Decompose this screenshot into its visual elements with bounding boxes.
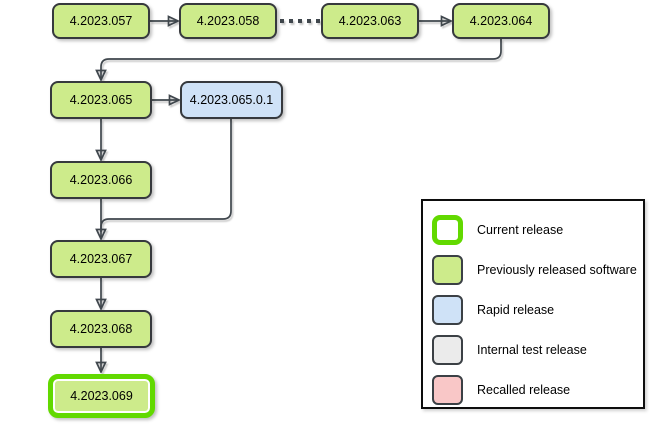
legend-item-internal-test-release: Internal test release [423, 330, 643, 370]
node-4-2023-057: 4.2023.057 [52, 3, 150, 39]
node-4-2023-065-0-1: 4.2023.065.0.1 [180, 81, 283, 119]
node-4-2023-058: 4.2023.058 [179, 3, 277, 39]
legend-item-current-release: Current release [423, 210, 643, 250]
current-release-swatch [432, 215, 463, 245]
recalled-release-swatch [432, 375, 463, 405]
node-4-2023-065: 4.2023.065 [50, 81, 152, 119]
node-4-2023-067: 4.2023.067 [50, 240, 152, 278]
previously-released-swatch [432, 255, 463, 285]
rapid-release-swatch [432, 295, 463, 325]
legend-item-recalled-release: Recalled release [423, 370, 643, 410]
node-4-2023-063: 4.2023.063 [321, 3, 419, 39]
internal-test-release-swatch [432, 335, 463, 365]
legend-label: Current release [477, 223, 564, 237]
legend-label: Recalled release [477, 383, 571, 397]
legend-label: Previously released software [477, 263, 637, 277]
node-4-2023-068: 4.2023.068 [50, 310, 152, 348]
node-4-2023-064: 4.2023.064 [452, 3, 550, 39]
legend: Current release Previously released soft… [421, 199, 645, 409]
legend-label: Internal test release [477, 343, 587, 357]
node-4-2023-069-current: 4.2023.069 [48, 374, 155, 418]
legend-item-rapid-release: Rapid release [423, 290, 643, 330]
edge-064-065-wrap [101, 39, 502, 80]
legend-item-previously-released: Previously released software [423, 250, 643, 290]
node-4-2023-066: 4.2023.066 [50, 161, 152, 199]
legend-label: Rapid release [477, 303, 555, 317]
